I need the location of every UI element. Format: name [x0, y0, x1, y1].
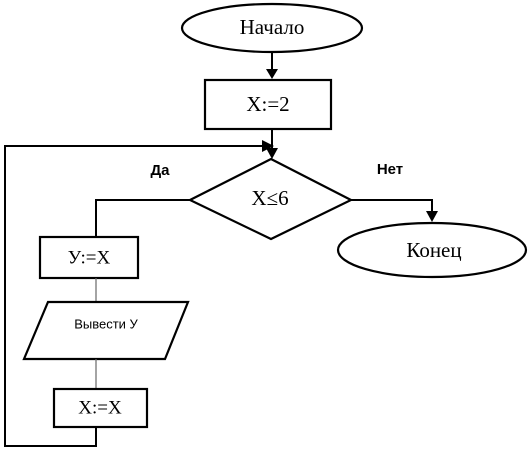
- no-branch-connector: [350, 199, 433, 214]
- no-branch-label: Нет: [377, 161, 403, 178]
- condition-label: X≤6: [251, 186, 288, 210]
- loop-return-connector: [4, 145, 272, 447]
- no-branch-arrow: [426, 211, 438, 222]
- start-terminal: Начало: [180, 2, 364, 54]
- output-label: Вывести У: [74, 316, 138, 331]
- update-x-process: X:=X: [52, 387, 149, 429]
- loop-return-arrow: [262, 140, 274, 152]
- condition-decision: X≤6: [187, 157, 354, 241]
- assign-y-process: У:=X: [38, 235, 140, 280]
- assign-y-label: У:=X: [68, 247, 111, 268]
- yes-branch-label: Да: [150, 162, 170, 179]
- assign-x-label: X:=2: [246, 92, 289, 116]
- output-io: Вывести У: [22, 300, 190, 361]
- start-label: Начало: [240, 15, 305, 39]
- update-x-label: X:=X: [78, 397, 122, 418]
- condition-entry-arrow: [266, 148, 278, 159]
- start-to-assign-x-arrow: [266, 69, 278, 79]
- end-label: Конец: [406, 238, 461, 262]
- assign-x-process: X:=2: [203, 78, 333, 131]
- end-terminal: Конец: [336, 221, 528, 279]
- yes-branch-connector: [95, 199, 191, 238]
